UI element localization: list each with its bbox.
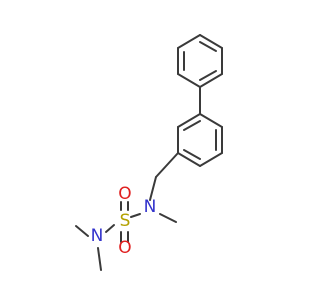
molecule-structure: N S O O N [75, 34, 223, 271]
atom-labels: N S O O N [91, 184, 157, 258]
bond [177, 152, 201, 167]
nitrogen-dimethyl-atom-label: N [91, 226, 104, 246]
bond [97, 247, 102, 271]
bond [149, 176, 157, 201]
bond [177, 34, 201, 49]
bond [199, 70, 217, 81]
molecule-canvas: N S O O N [75, 34, 223, 271]
bond [199, 113, 223, 128]
bond [155, 152, 179, 178]
bond [199, 152, 223, 167]
oxygen-top-atom-label: O [118, 184, 131, 204]
bond [199, 73, 223, 88]
sulfur-atom-label: S [120, 211, 131, 231]
bond [159, 213, 177, 223]
bonds [75, 34, 223, 271]
bond [105, 224, 115, 233]
bond [199, 34, 223, 49]
oxygen-bottom-atom-label: O [118, 238, 131, 258]
bond [177, 113, 201, 128]
nitrogen-atom-label: N [144, 197, 157, 217]
bond [183, 120, 201, 131]
bond [199, 41, 217, 52]
bond [177, 73, 201, 88]
bond [75, 225, 89, 237]
bond [183, 149, 201, 160]
bond [130, 213, 141, 218]
